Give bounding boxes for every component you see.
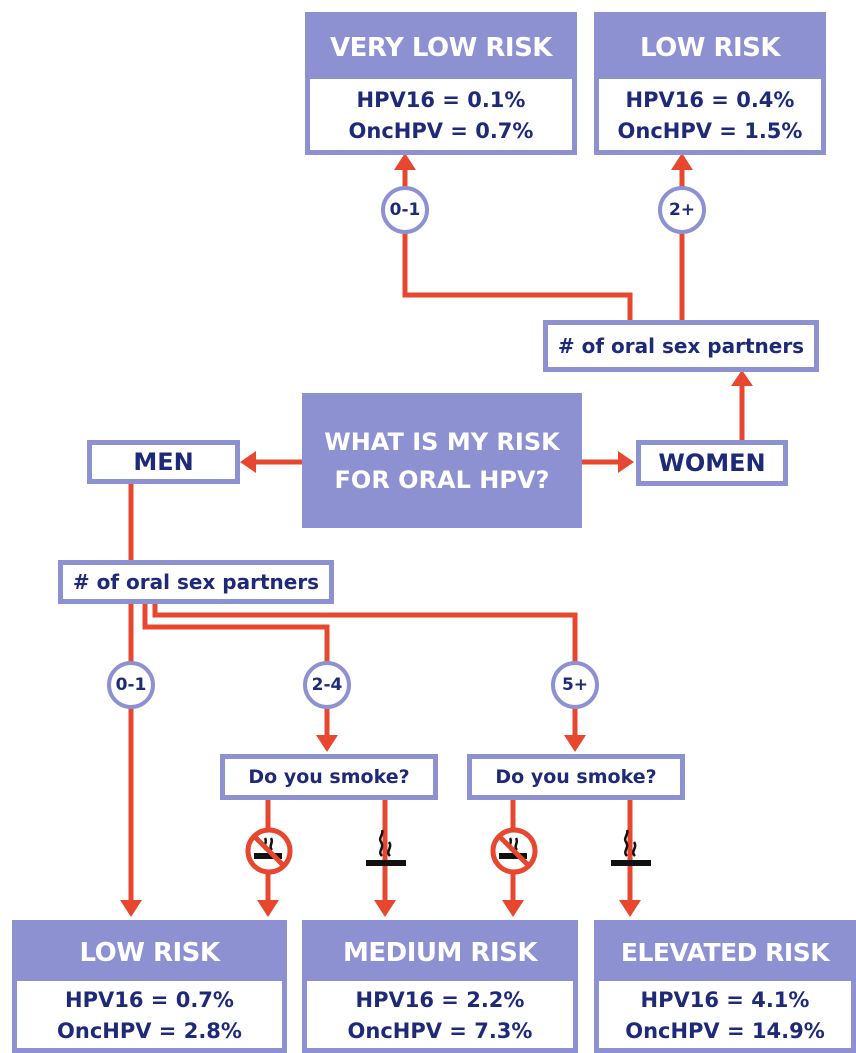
risk-title: LOW RISK	[17, 925, 282, 981]
onchpv-value: OncHPV = 2.8%	[57, 1019, 242, 1043]
result-men-low: LOW RISK HPV16 = 0.7% OncHPV = 2.8%	[12, 920, 287, 1053]
women-node: WOMEN	[636, 440, 788, 486]
cigarette-icon	[366, 829, 406, 866]
result-men-elevated: ELEVATED RISK HPV16 = 4.1% OncHPV = 14.9…	[594, 920, 856, 1053]
women-partners-node: # of oral sex partners	[543, 320, 819, 372]
center-question-line2: FOR ORAL HPV?	[334, 465, 550, 494]
hpv16-value: HPV16 = 0.7%	[65, 988, 234, 1012]
line-men-2-4	[142, 600, 330, 736]
branch-men-2-4: 2-4	[303, 661, 351, 709]
smoke-question-5plus: Do you smoke?	[467, 754, 685, 800]
onchpv-value: OncHPV = 7.3%	[347, 1019, 533, 1043]
branch-men-5plus: 5+	[551, 661, 599, 709]
hpv16-value: HPV16 = 0.1%	[356, 88, 526, 112]
branch-men-0-1: 0-1	[107, 661, 155, 709]
no-smoking-icon	[245, 827, 293, 875]
smoke-question-2-4: Do you smoke?	[220, 754, 438, 800]
risk-title: ELEVATED RISK	[599, 925, 851, 981]
result-women-very-low: VERY LOW RISK HPV16 = 0.1% OncHPV = 0.7%	[305, 12, 577, 155]
onchpv-value: OncHPV = 14.9%	[625, 1019, 825, 1043]
result-men-medium: MEDIUM RISK HPV16 = 2.2% OncHPV = 7.3%	[302, 920, 578, 1053]
center-question-line1: WHAT IS MY RISK	[324, 427, 560, 456]
risk-title: VERY LOW RISK	[310, 17, 572, 79]
center-question: WHAT IS MY RISK FOR ORAL HPV?	[302, 393, 582, 528]
hpv16-value: HPV16 = 0.4%	[625, 88, 795, 112]
line-women-0-1	[402, 182, 633, 322]
result-women-low: LOW RISK HPV16 = 0.4% OncHPV = 1.5%	[594, 12, 826, 155]
no-smoking-icon	[490, 827, 538, 875]
onchpv-value: OncHPV = 0.7%	[348, 119, 534, 143]
risk-title: MEDIUM RISK	[307, 925, 573, 981]
men-node: MEN	[87, 440, 240, 484]
men-partners-node: # of oral sex partners	[58, 560, 334, 604]
risk-title: LOW RISK	[599, 17, 821, 79]
hpv16-value: HPV16 = 2.2%	[355, 988, 525, 1012]
hpv16-value: HPV16 = 4.1%	[640, 988, 810, 1012]
cigarette-icon	[611, 829, 651, 866]
branch-women-0-1: 0-1	[381, 186, 429, 234]
line-men-5plus	[152, 600, 578, 736]
branch-women-2plus: 2+	[658, 186, 706, 234]
onchpv-value: OncHPV = 1.5%	[617, 119, 803, 143]
